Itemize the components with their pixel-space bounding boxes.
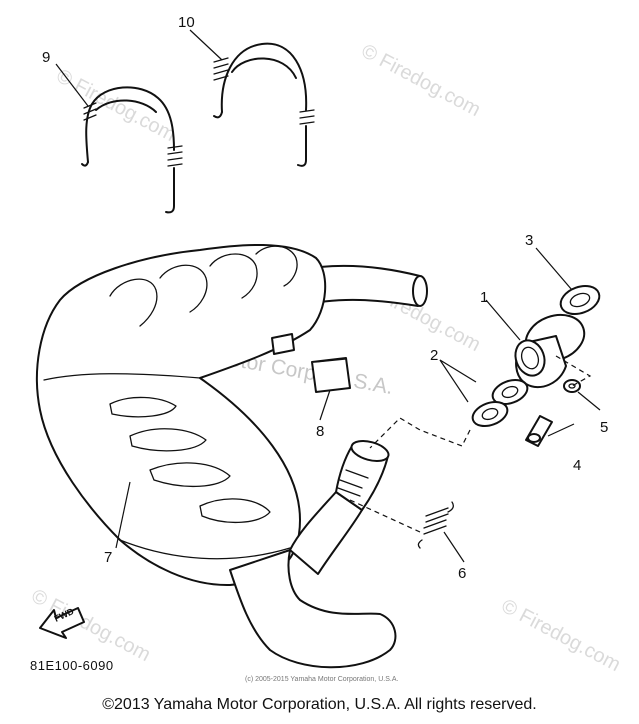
part-5-nut	[563, 379, 581, 393]
part-4-bolt	[525, 415, 553, 447]
watermark-site-2: © Firedog.com	[358, 40, 484, 121]
callout-5: 5	[600, 419, 608, 436]
assembly-lines	[349, 355, 592, 533]
callout-7: 7	[104, 549, 112, 566]
part-9-spring	[81, 86, 183, 214]
callout-6: 6	[458, 565, 466, 582]
fwd-arrow: FWD	[39, 606, 85, 639]
callout-8: 8	[316, 423, 324, 440]
leader-lines	[55, 29, 601, 563]
part-10-spring	[213, 42, 315, 167]
callout-1: 1	[480, 289, 488, 306]
callout-3: 3	[525, 232, 533, 249]
diagram-code: 81E100-6090	[30, 658, 114, 673]
footer-copyright: ©2013 Yamaha Motor Corporation, U.S.A. A…	[102, 696, 537, 713]
callout-9: 9	[42, 49, 50, 66]
watermark-site-1: © Firedog.com	[53, 65, 179, 146]
callout-numbers: 1 2 3 4 5 6 7 8 9 10	[42, 14, 608, 582]
callout-10: 10	[178, 14, 195, 31]
small-copyright: (c) 2005-2015 Yamaha Motor Corporation, …	[245, 676, 398, 683]
watermark-site-6: © Firedog.com	[498, 595, 624, 676]
part-1-flange	[514, 313, 586, 389]
part-3-gasket	[559, 284, 601, 316]
part-2-washers	[471, 378, 529, 428]
callout-4: 4	[573, 457, 581, 474]
part-7-muffler	[35, 243, 428, 587]
callout-2: 2	[430, 347, 438, 364]
part-8-plate	[311, 357, 351, 393]
part-6-spring	[417, 501, 454, 549]
exhaust-pipe	[229, 440, 397, 669]
